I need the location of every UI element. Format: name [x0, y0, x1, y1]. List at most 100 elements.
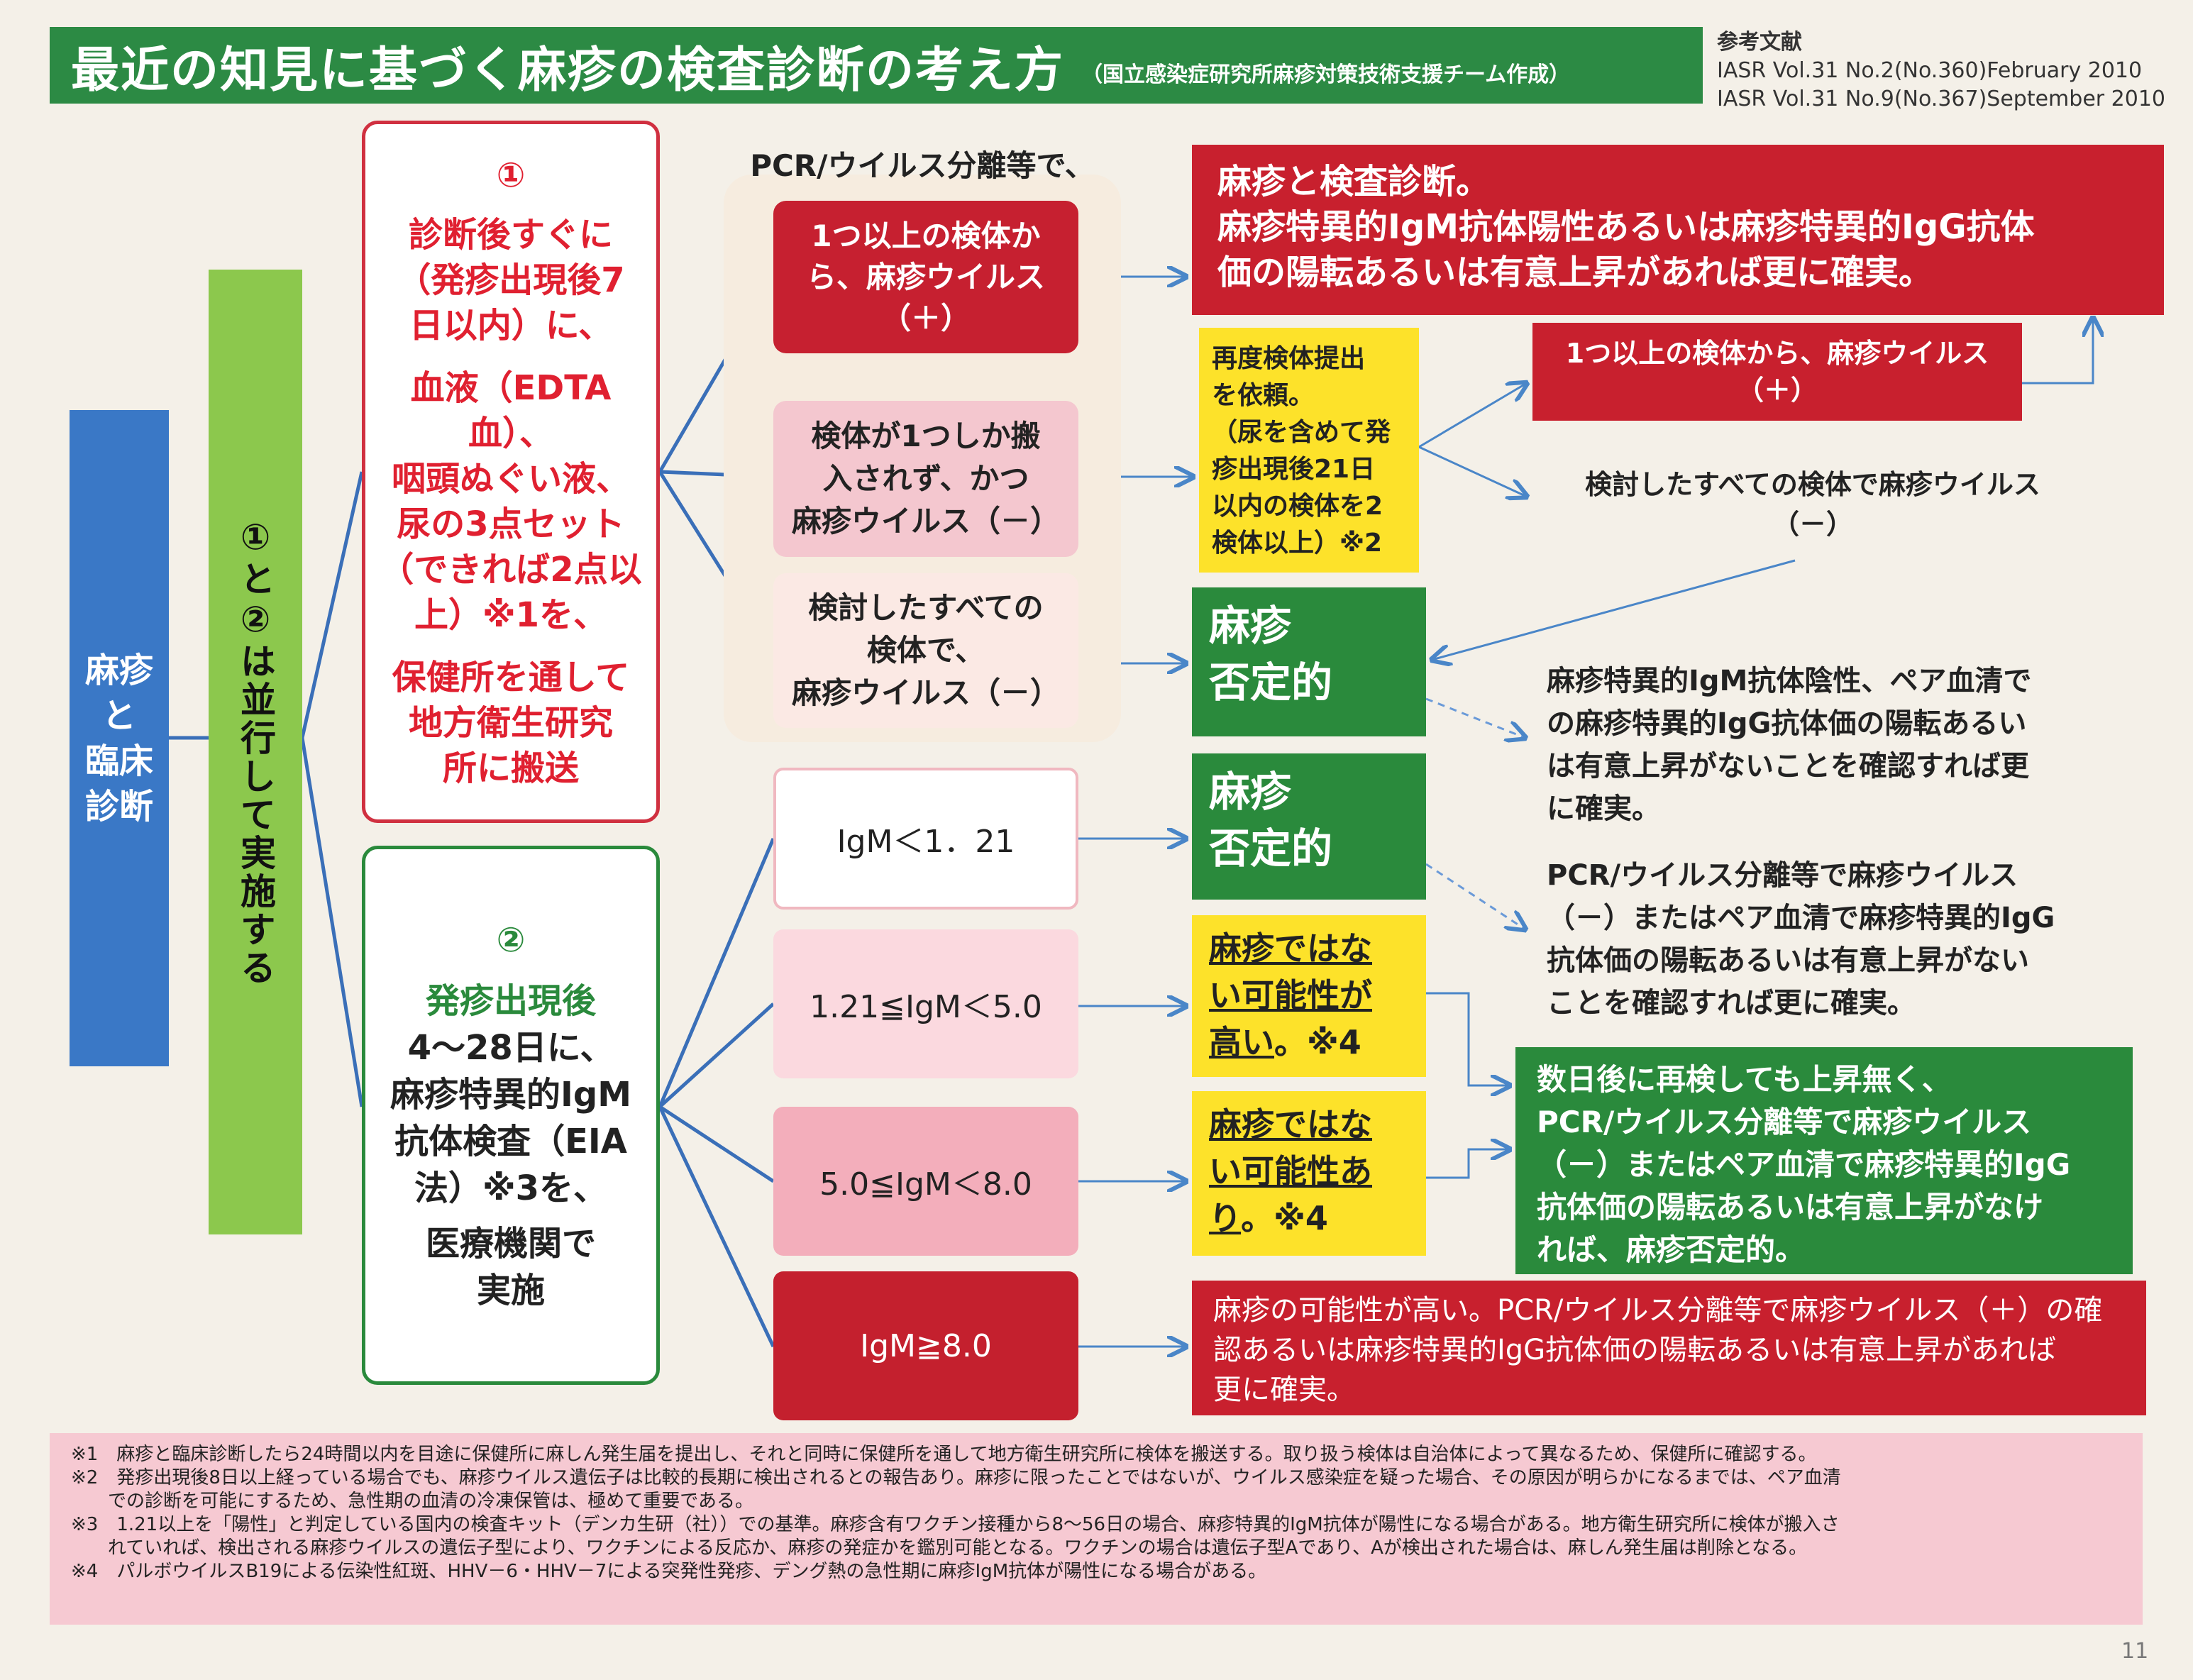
igm-below-1-21-box: IgM＜1．21 — [773, 768, 1078, 910]
step1-line: 上）※1を、 — [414, 595, 608, 635]
igm-range-label: 5.0≦IgM＜8.0 — [819, 1166, 1032, 1203]
resubmit-line: 再度検体提出 — [1212, 344, 1366, 373]
step1-line: （発疹出現後7 — [397, 260, 625, 300]
likely-line: 麻疹の可能性が高い。PCR/ウイルス分離等で麻疹ウイルス（＋）の確 — [1213, 1294, 2103, 1327]
pcr-all-negative-line: 麻疹ウイルス（－） — [791, 675, 1060, 710]
step1-line: 保健所を通して — [392, 658, 630, 697]
pcr-all-negative-line: 検体で、 — [866, 633, 985, 668]
unlikely-measles-high-box: 麻疹ではな い可能性が 高い。※4 — [1192, 915, 1426, 1077]
footnote: ※3 1.21以上を「陽性」と判定している国内の検査キット（デンカ生研（社））で… — [71, 1514, 1840, 1535]
resubmit-negative-text: 検討したすべての検体で麻疹ウイルス （－） — [1532, 465, 2093, 544]
retest-line: PCR/ウイルス分離等で麻疹ウイルス — [1537, 1105, 2032, 1139]
resubmit-negative-line: 検討したすべての検体で麻疹ウイルス — [1585, 469, 2040, 500]
reference-item: IASR Vol.31 No.9(No.367)September 2010 — [1717, 87, 2165, 111]
pcr-single-line: 麻疹ウイルス（－） — [791, 504, 1060, 538]
retest-line: 数日後に再検しても上昇無く、 — [1537, 1062, 1952, 1097]
note-line: （－）またはペア血清で麻疹特異的IgG — [1547, 902, 2055, 934]
unlikely-line: 麻疹ではな — [1209, 1105, 1372, 1144]
negative-line: 麻疹 — [1209, 602, 1292, 650]
pcr-positive-line: 1つ以上の検体か — [811, 218, 1041, 253]
note-line: ことを確認すれば更に確実。 — [1547, 987, 1916, 1019]
page-title: 最近の知見に基づく麻疹の検査診断の考え方 — [71, 42, 1065, 99]
measles-negative-box-1: 麻疹 否定的 — [1192, 587, 1426, 736]
footnote: れていれば、検出される麻疹ウイルスの遺伝子型により、ワクチンによる反応か、麻疹の… — [71, 1537, 1808, 1559]
step1-line: 尿の3点セット — [397, 504, 625, 544]
unlikely-line: 麻疹ではな — [1209, 929, 1372, 968]
resubmit-line: 検体以上）※2 — [1212, 529, 1383, 558]
pcr-single-specimen-negative-box: 検体が1つしか搬 入されず、かつ 麻疹ウイルス（－） — [773, 401, 1078, 557]
step1-line: 血液（EDTA血）、 — [410, 368, 612, 453]
outcome-line: 麻疹と検査診断。 — [1217, 162, 1491, 201]
likely-line: 更に確実。 — [1213, 1374, 1355, 1406]
footnote: ※2 発疹出現後8日以上経っている場合でも、麻疹ウイルス遺伝子は比較的長期に検出… — [71, 1467, 1841, 1488]
step2-number: ② — [496, 920, 526, 960]
pcr-positive-line: （＋） — [880, 300, 971, 336]
unlikely-line: り — [1209, 1199, 1242, 1237]
step1-line: 診断後すぐに — [408, 215, 613, 255]
step2-line: 4～28日に、 — [407, 1028, 614, 1068]
pcr-positive-box: 1つ以上の検体か ら、麻疹ウイルス （＋） — [773, 201, 1078, 353]
unlikely-line: い可能性あ — [1209, 1152, 1372, 1190]
resubmit-line: 疹出現後21日 — [1212, 455, 1376, 484]
note-line: に確実。 — [1547, 792, 1660, 825]
footnote: ※1 麻疹と臨床診断したら24時間以内を目途に保健所に麻しん発生届を提出し、それ… — [71, 1444, 1817, 1465]
resubmit-line: を依頼。 — [1212, 381, 1315, 410]
unlikely-suffix: 。※4 — [1274, 1023, 1361, 1061]
igm-5-to-8-box: 5.0≦IgM＜8.0 — [773, 1107, 1078, 1256]
unlikely-measles-possible-box: 麻疹ではな い可能性あ り。※4 — [1192, 1091, 1426, 1256]
step1-line: 咽頭ぬぐい液、 — [391, 459, 630, 499]
start-measles-clinical-diagnosis: 麻疹 と 臨床 診断 — [70, 410, 169, 1066]
pcr-single-line: 検体が1つしか搬 — [811, 419, 1041, 453]
unlikely-line: 高い — [1209, 1023, 1274, 1061]
note-line: 麻疹特異的IgM抗体陰性、ペア血清で — [1547, 665, 2032, 697]
retest-line: （－）またはペア血清で麻疹特異的IgG — [1537, 1147, 2071, 1182]
step1-line: 所に搬送 — [442, 748, 579, 788]
page-number: 11 — [2121, 1639, 2149, 1664]
measles-likely-box: 麻疹の可能性が高い。PCR/ウイルス分離等で麻疹ウイルス（＋）の確 認あるいは麻… — [1192, 1281, 2146, 1415]
step2-line: 発疹出現後 — [425, 981, 596, 1021]
step1-line: （できれば2点以 — [380, 550, 642, 590]
igm-range-label: IgM≧8.0 — [860, 1327, 992, 1364]
unlikely-suffix: 。※4 — [1241, 1199, 1328, 1237]
step1-number: ① — [496, 155, 526, 195]
step1-line: 日以内）に、 — [409, 306, 613, 346]
step2-line: 麻疹特異的IgM — [390, 1075, 631, 1115]
resubmit-negative-line: （－） — [1772, 509, 1853, 540]
note-line: は有意上昇がないことを確認すれば更 — [1547, 750, 2029, 783]
step2-line: 実施 — [476, 1271, 545, 1310]
step1-line: 地方衛生研究 — [408, 703, 613, 743]
resubmit-line: （尿を含めて発 — [1212, 418, 1391, 447]
unlikely-line: い可能性が — [1209, 976, 1372, 1015]
outcome-line: 麻疹特異的IgM抗体陽性あるいは麻疹特異的IgG抗体 — [1217, 207, 2035, 247]
footnote: での診断を可能にするため、急性期の血清の冷凍保管は、極めて重要である。 — [71, 1491, 754, 1512]
reference-item: IASR Vol.31 No.2(No.360)February 2010 — [1717, 58, 2143, 83]
note-line: PCR/ウイルス分離等で麻疹ウイルス — [1547, 859, 2018, 892]
igm-1-21-to-5-box: 1.21≦IgM＜5.0 — [773, 929, 1078, 1078]
step2-line: 医療機関で — [425, 1224, 596, 1264]
negative-line: 麻疹 — [1209, 768, 1292, 816]
parallel-instruction-box: ①と②は並行して実施する — [209, 270, 302, 1234]
step2-line: 抗体検査（EIA — [394, 1122, 627, 1161]
igm-range-label: 1.21≦IgM＜5.0 — [810, 989, 1042, 1025]
pcr-all-negative-box: 検討したすべての 検体で、 麻疹ウイルス（－） — [773, 573, 1078, 728]
references-heading: 参考文献 — [1717, 30, 1802, 55]
start-line: 麻疹 — [84, 650, 153, 690]
footnote: ※4 パルボウイルスB19による伝染性紅斑、HHV－6・HHV－7による突発性発… — [71, 1561, 1267, 1582]
resubmit-positive-line: 1つ以上の検体から、麻疹ウイルス — [1565, 338, 1989, 369]
negative-line: 否定的 — [1209, 658, 1333, 707]
negative-line: 否定的 — [1209, 824, 1333, 873]
igm-range-label: IgM＜1．21 — [836, 824, 1015, 860]
note-line: の麻疹特異的IgG抗体価の陽転あるい — [1547, 707, 2027, 740]
resubmit-positive-line: （＋） — [1736, 375, 1818, 406]
igm-8-or-more-box: IgM≧8.0 — [773, 1271, 1078, 1420]
resubmit-line: 以内の検体を2 — [1212, 492, 1383, 521]
start-line: と — [101, 695, 136, 736]
title-bar: 最近の知見に基づく麻疹の検査診断の考え方 （国立感染症研究所麻疹対策技術支援チー… — [50, 27, 1703, 104]
pcr-positive-line: ら、麻疹ウイルス — [806, 259, 1045, 294]
parallel-instruction-text: ①と②は並行して実施する — [235, 516, 276, 988]
footnotes: ※1 麻疹と臨床診断したら24時間以内を目途に保健所に麻しん発生届を提出し、それ… — [50, 1433, 2143, 1625]
measles-negative-box-2: 麻疹 否定的 — [1192, 753, 1426, 900]
pcr-all-negative-line: 検討したすべての — [808, 590, 1044, 625]
step2-igm-box: ② 発疹出現後 4～28日に、 麻疹特異的IgM 抗体検査（EIA 法）※3を、… — [362, 846, 660, 1385]
step2-line: 法）※3を、 — [414, 1168, 608, 1208]
